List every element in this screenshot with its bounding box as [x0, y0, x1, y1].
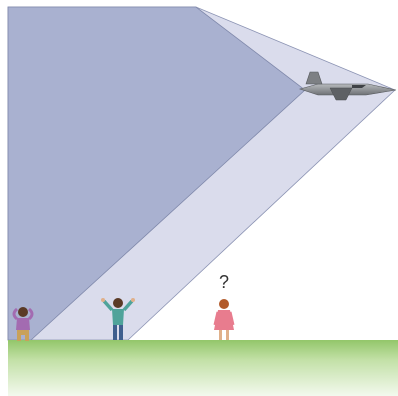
- question-mark-label: ?: [217, 272, 231, 293]
- person-waiting: [214, 299, 234, 340]
- ground: [8, 340, 398, 396]
